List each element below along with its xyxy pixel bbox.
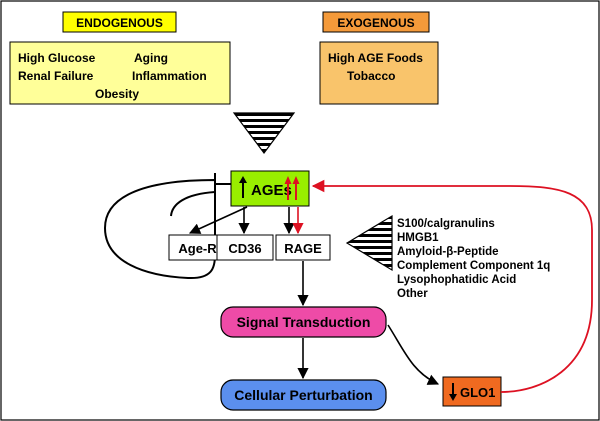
receptor-cd36: CD36 xyxy=(228,241,261,256)
signal-transduction-box xyxy=(220,306,387,338)
ligand-complement: Complement Component 1q xyxy=(397,260,550,272)
arrow-ages-to-age-r xyxy=(188,206,248,234)
ligand-other: Other xyxy=(397,288,428,300)
receptor-rage: RAGE xyxy=(284,241,322,256)
cellular-perturbation-box xyxy=(220,379,387,411)
arrow-signal-to-glo1 xyxy=(387,324,440,385)
factor-inflammation: Inflammation xyxy=(132,69,207,83)
exogenous-box xyxy=(319,41,439,105)
cd36-box xyxy=(216,234,274,261)
ligand-hmgb1: HMGB1 xyxy=(397,232,439,244)
ligand-amyloid: Amyloid-β-Peptide xyxy=(397,246,499,258)
glo1-down-arrow-icon xyxy=(449,383,457,401)
factor-tobacco: Tobacco xyxy=(347,69,395,83)
feedback-loop-inner xyxy=(170,191,216,217)
factor-renal-failure: Renal Failure xyxy=(18,69,94,83)
exogenous-header: EXOGENOUS xyxy=(337,16,414,30)
factor-aging: Aging xyxy=(134,51,168,65)
factor-obesity: Obesity xyxy=(95,87,139,101)
ligand-s100: S100/calgranulins xyxy=(397,218,495,230)
endogenous-box xyxy=(9,41,231,105)
ages-red-up-arrows-icon xyxy=(284,176,300,200)
factor-high-age-foods: High AGE Foods xyxy=(328,51,423,65)
glo1-label: GLO1 xyxy=(460,385,495,400)
ages-up-arrow-icon xyxy=(239,176,247,198)
ages-label: AGEs xyxy=(251,182,292,199)
receptor-age-r: Age-R xyxy=(178,241,217,256)
factor-high-glucose: High Glucose xyxy=(18,51,96,65)
funnel-triangle-icon xyxy=(232,112,296,154)
red-arrow-glo1-to-ages xyxy=(311,179,593,393)
endogenous-header: ENDOGENOUS xyxy=(76,16,163,30)
endogenous-header-box xyxy=(62,11,177,33)
cellular-perturbation-label: Cellular Perturbation xyxy=(234,387,372,403)
rage-box xyxy=(275,234,331,261)
signal-transduction-label: Signal Transduction xyxy=(237,314,371,330)
ligand-lpa: Lysophophatidic Acid xyxy=(397,274,516,286)
exogenous-header-box xyxy=(322,11,430,33)
feedback-loop-outer xyxy=(103,179,216,280)
